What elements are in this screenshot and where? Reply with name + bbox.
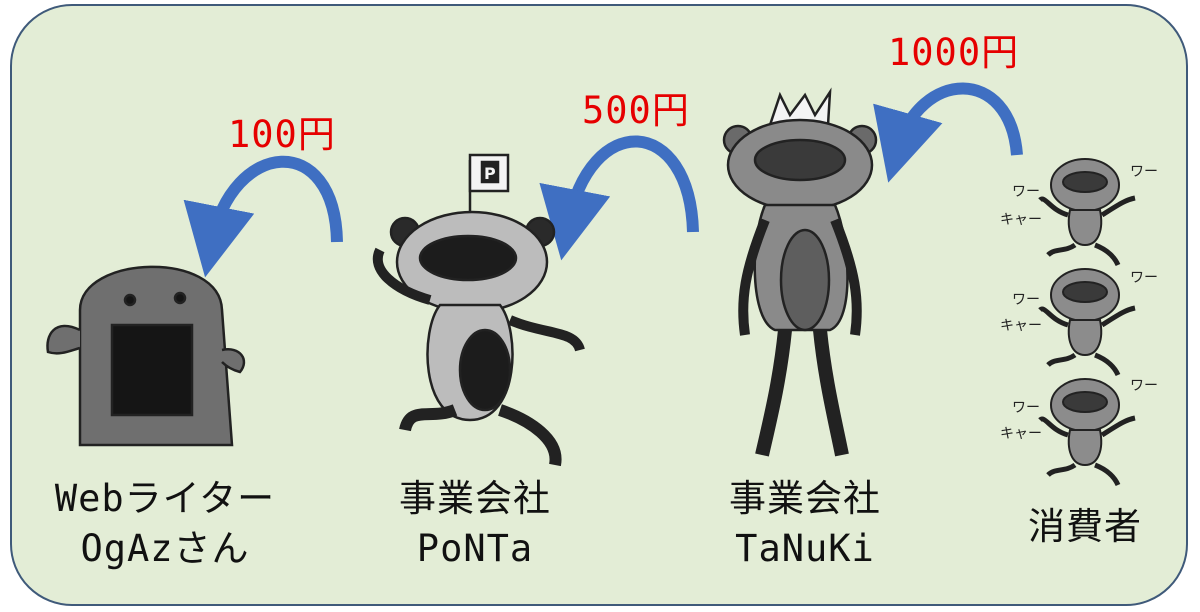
tanuki-character — [722, 87, 878, 457]
sound-text: キャー — [1000, 318, 1042, 334]
actor-label-line: 事業会社 — [729, 477, 881, 520]
sound-text: キャー — [1000, 426, 1042, 442]
sound-text: ワー — [1130, 164, 1158, 180]
sound-text: ワー — [1012, 292, 1040, 308]
arrow-500 — [539, 135, 699, 261]
actor-label-ponta: 事業会社 PoNTa — [370, 474, 580, 574]
sound-text: ワー — [1012, 184, 1040, 200]
consumer-character-2 — [1038, 268, 1136, 377]
sound-text: キャー — [1000, 212, 1042, 228]
price-label-100: 100円 — [228, 113, 336, 156]
price-label-500: 500円 — [582, 89, 690, 132]
sound-text: ワー — [1130, 378, 1158, 394]
actor-label-line: PoNTa — [416, 527, 534, 570]
arrow-1000 — [873, 82, 1023, 183]
actor-label-consumer: 消費者 — [1005, 502, 1165, 552]
actor-label-line: TaNuKi — [735, 527, 875, 570]
sound-text: ワー — [1012, 400, 1040, 416]
actor-label-line: 消費者 — [1028, 505, 1142, 548]
consumer-character-1 — [1038, 158, 1136, 267]
actor-label-line: Webライター — [54, 477, 276, 520]
actor-label-writer: Webライター OgAzさん — [20, 474, 310, 574]
actor-label-tanuki: 事業会社 TaNuKi — [700, 474, 910, 574]
sound-text: ワー — [1130, 270, 1158, 286]
flag-letter: P — [484, 164, 496, 183]
arrow-100 — [183, 155, 343, 278]
ponta-character: P — [373, 153, 585, 467]
consumer-character-3 — [1038, 378, 1136, 487]
price-label-1000: 1000円 — [888, 31, 1020, 74]
actor-label-line: OgAzさん — [80, 527, 250, 570]
ogaz-character — [46, 265, 246, 447]
actor-label-line: 事業会社 — [399, 477, 551, 520]
